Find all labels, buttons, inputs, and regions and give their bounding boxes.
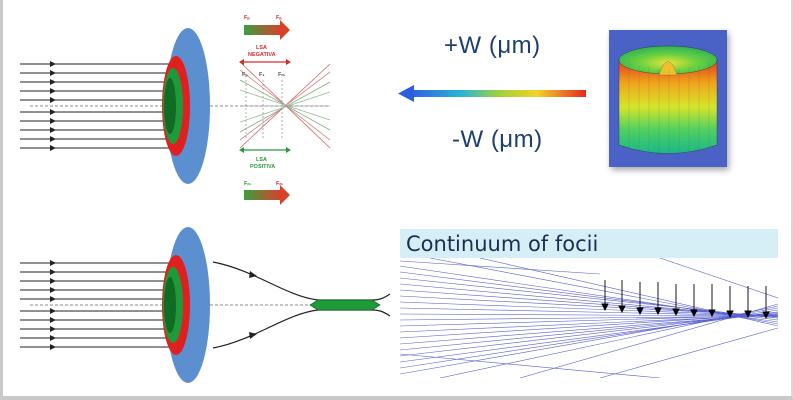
traced-rays [400, 258, 778, 378]
top-lens [162, 28, 210, 184]
label-lsa-neg: LSA [256, 45, 267, 51]
wavefront-surface-plot [609, 30, 727, 167]
label-fm-bottom: Fₘ [244, 181, 251, 187]
label-negativa: NEGATIVA [248, 52, 276, 58]
caustic-arrow-bottom [249, 332, 257, 339]
label-positiva: POSITIVA [250, 164, 275, 170]
top-ray-arrowheads [50, 61, 56, 151]
label-f-1: F₁ [259, 72, 265, 78]
label-fp-top: Fₚ [244, 15, 250, 21]
label-f-p: Fₚ [242, 72, 248, 78]
label-fp-top2: Fₚ [276, 15, 282, 21]
top-focus-arrow [244, 20, 290, 40]
lens-diagrams: Fₚ Fₚ LSA NEGATIVA Fₚ F₁ Fₘ LSA POSITIVA… [20, 15, 391, 383]
wavefront-surface-svg [618, 45, 718, 156]
bottom-lens [162, 227, 210, 383]
bottom-incoming-rays [20, 262, 172, 348]
plus-w-label: +W (μm) [444, 32, 541, 59]
focal-region [309, 299, 381, 311]
label-f-m: Fₘ [278, 72, 285, 78]
caustic-arrow-top [249, 271, 257, 278]
focus-arrows [601, 280, 770, 320]
top-incoming-rays [20, 63, 172, 149]
label-fm-bottom2: Fₘ [276, 181, 283, 187]
lsa-ray-bundle [239, 61, 331, 149]
bottom-focus-arrow [244, 185, 290, 205]
focii-title-bar: Continuum of focii [400, 229, 778, 258]
focii-ray-trace [400, 258, 778, 378]
lsa-positiva-marker [239, 147, 291, 153]
focii-title: Continuum of focii [406, 232, 599, 256]
label-lsa-pos: LSA [256, 157, 267, 163]
wavefront-gradient-arrow [398, 85, 586, 102]
minus-w-label: -W (μm) [452, 126, 543, 153]
lsa-negativa-marker [239, 59, 291, 65]
bottom-ray-arrowheads [50, 260, 56, 350]
